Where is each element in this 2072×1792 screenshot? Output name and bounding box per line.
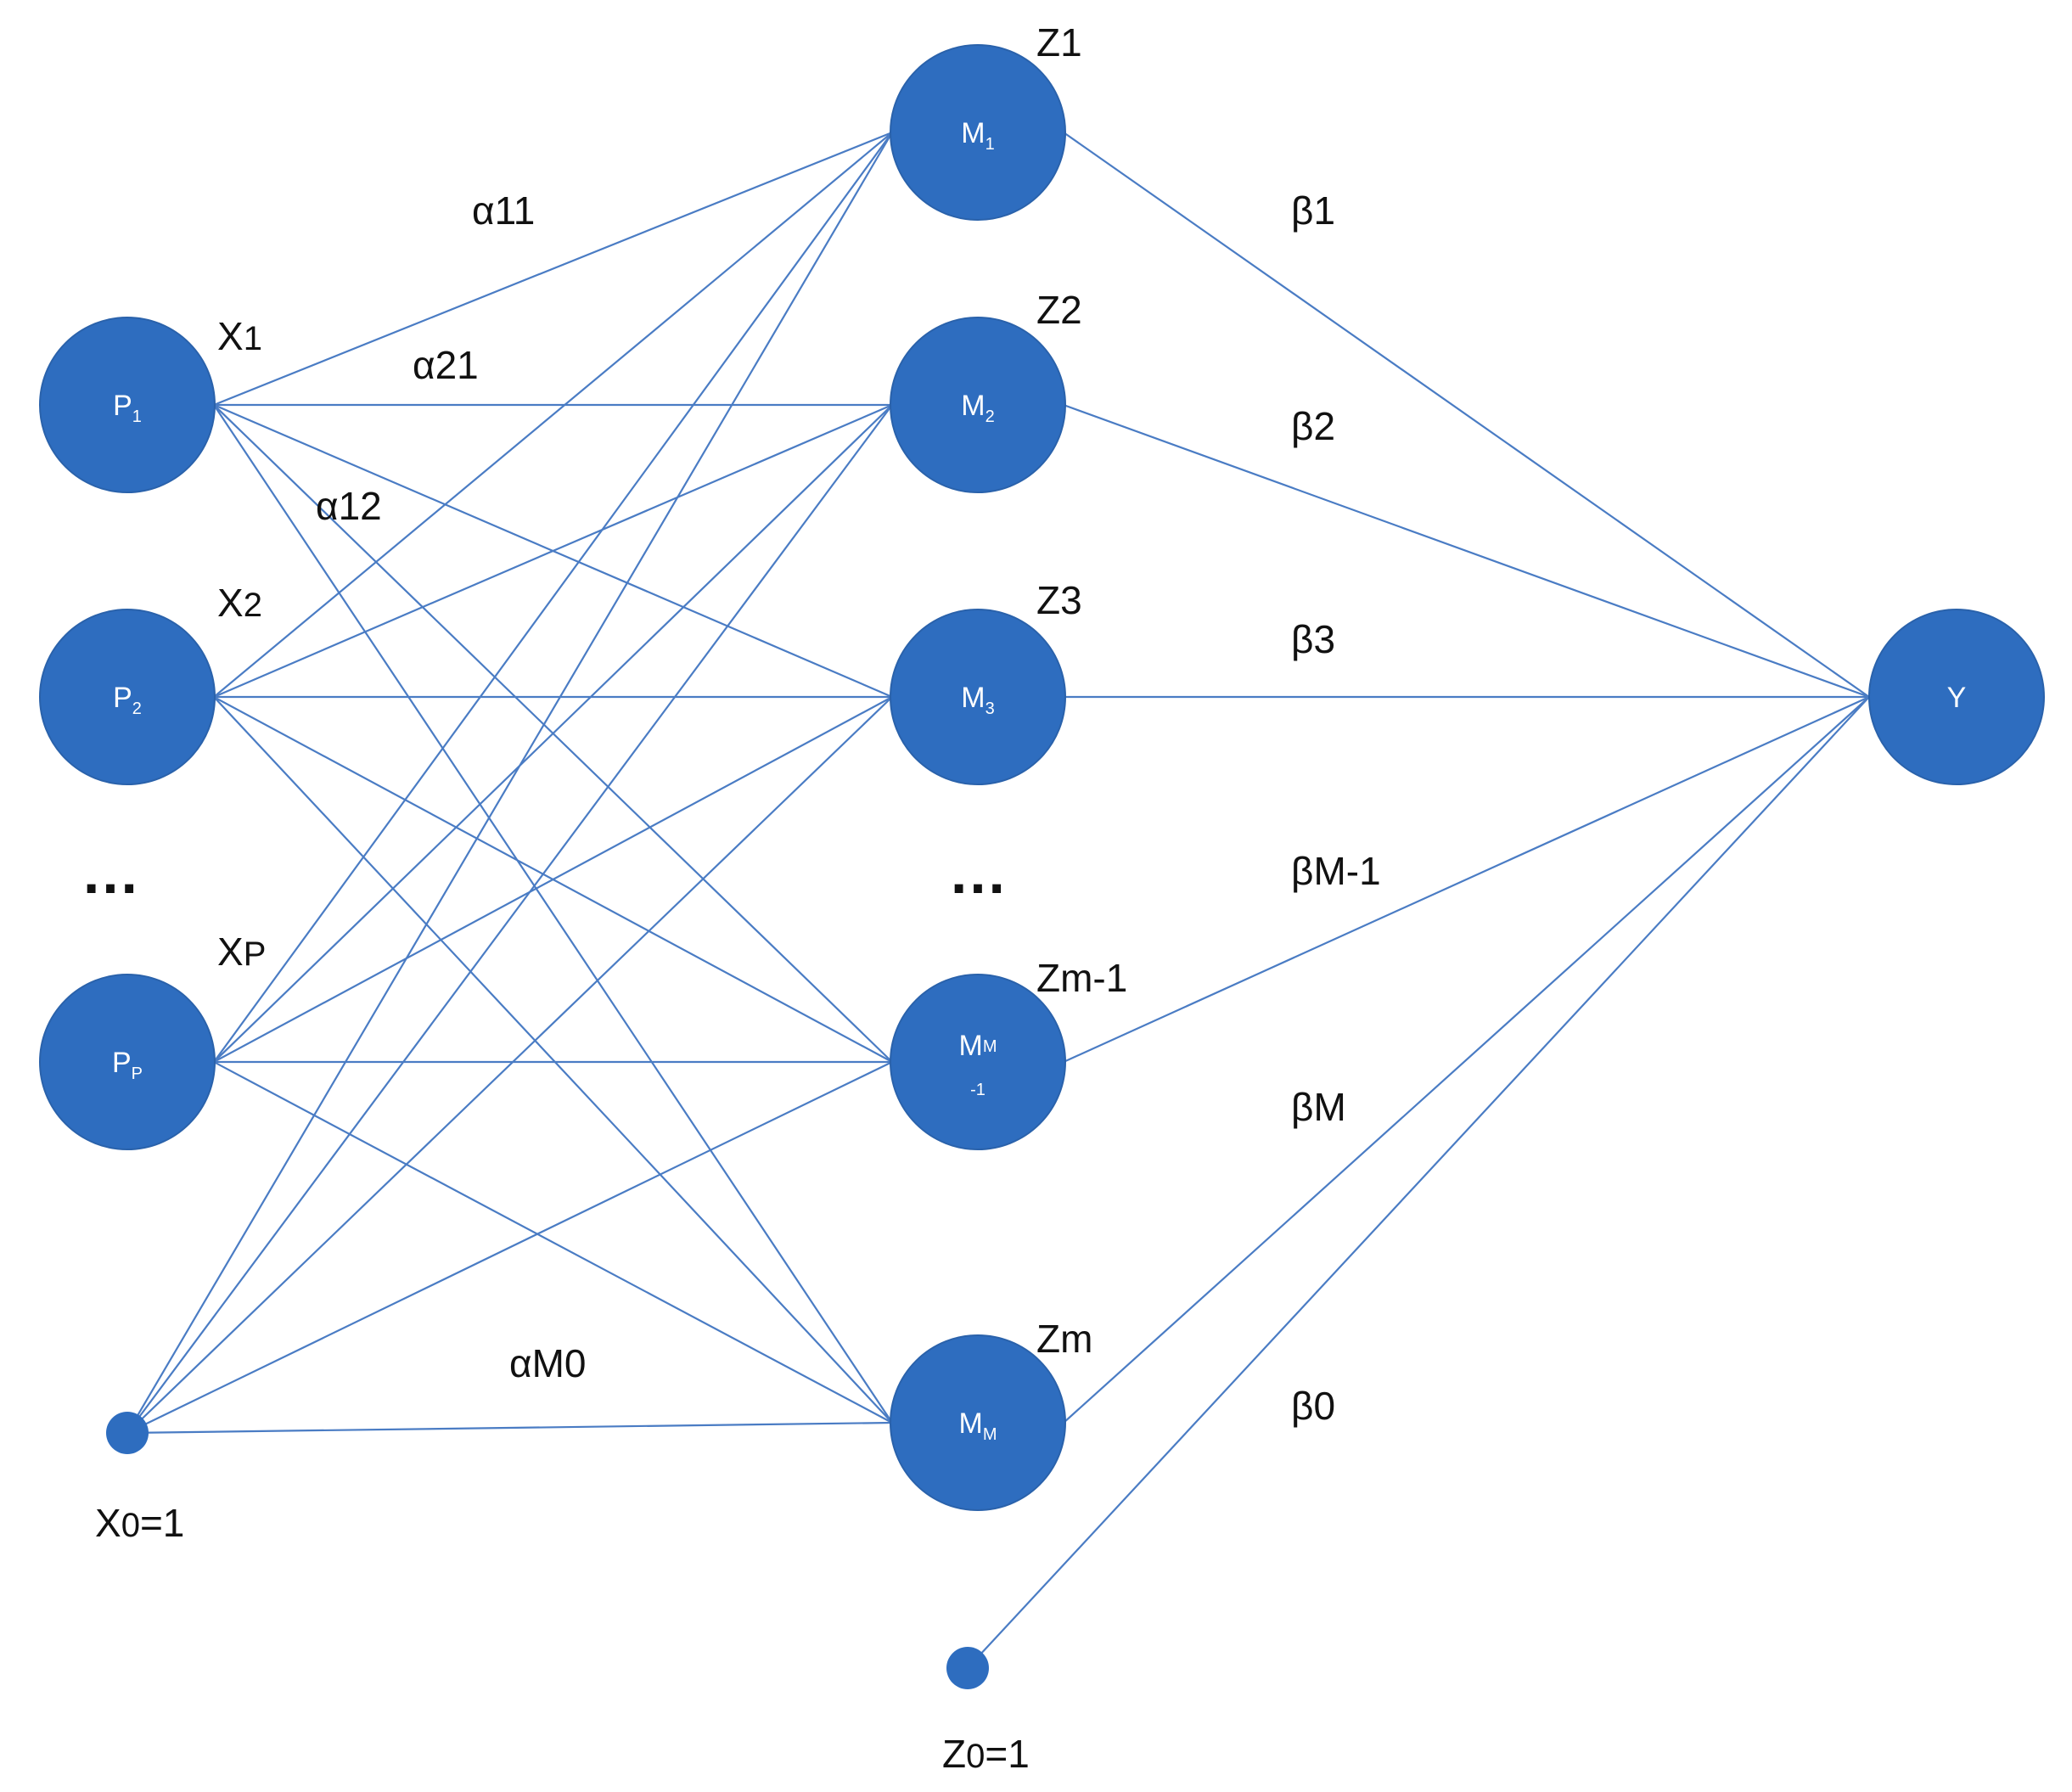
input-var-label-x2: X2 [217, 581, 262, 625]
edge-p1-mm [213, 404, 893, 1424]
hidden-node-m1 [890, 44, 1066, 221]
edge-mm-y [1063, 696, 1870, 1424]
input-node-pp-label: PP [112, 1047, 143, 1083]
hidden-node-m1-label: M1 [961, 117, 994, 154]
weight-label-alpha-m0: αM0 [509, 1341, 587, 1385]
input-ellipsis: … [81, 840, 140, 906]
edge-p2-mm [213, 696, 893, 1424]
edge-z0-y [967, 696, 1870, 1669]
hidden-node-mm1-extra: -1 [970, 1081, 985, 1099]
edge-mm1-y [1063, 695, 1870, 1064]
hidden-bias-label: Z0=1 [942, 1732, 1030, 1776]
hidden-node-mm-label: MM [959, 1407, 997, 1444]
edge-m1-y [1063, 132, 1870, 698]
edge-x0-mm [126, 1421, 893, 1435]
hidden-var-label-zm: Zm [1036, 1317, 1092, 1361]
edge-pp-m1 [213, 132, 893, 1063]
hidden-node-m2 [890, 317, 1066, 493]
weight-label-beta-3: β3 [1291, 617, 1335, 661]
weight-label-alpha-11: α11 [472, 188, 535, 233]
edge-p1-m1 [213, 131, 893, 407]
input-layer: P1 P2 PP [39, 317, 216, 1454]
input-node-p2-label: P2 [113, 682, 142, 718]
edge-p2-m2 [213, 403, 893, 699]
input-bias-node [106, 1412, 149, 1454]
hidden-node-m3 [890, 609, 1066, 785]
edge-pp-m3 [213, 696, 893, 1063]
hidden-bias-node [946, 1647, 989, 1689]
hidden-layer: M1 M2 M3 MM -1 MM [890, 44, 1066, 1689]
input-var-label-xp: XP [217, 930, 266, 974]
hidden-node-m3-label: M3 [961, 682, 994, 718]
edges [126, 131, 1870, 1669]
weight-label-beta-0: β0 [1291, 1384, 1335, 1428]
output-node-y [1868, 609, 2045, 785]
input-node-pp [39, 974, 216, 1150]
input-var-label-x1: X1 [217, 314, 262, 358]
output-layer: Y [1868, 609, 2045, 785]
edge-p2-m1 [213, 132, 893, 698]
edge-x0-m2 [126, 404, 893, 1434]
edge-m2-y [1063, 403, 1870, 699]
weight-label-alpha-12: α12 [316, 484, 382, 528]
hidden-var-label-z1: Z1 [1036, 20, 1082, 65]
edge-x0-m3 [126, 696, 893, 1434]
weight-label-beta-m: βM [1291, 1085, 1346, 1129]
edge-x0-mm1 [126, 1061, 893, 1434]
hidden-node-mm [890, 1334, 1066, 1511]
hidden-node-mm1 [890, 974, 1066, 1150]
weight-label-beta-m-1: βM-1 [1291, 849, 1381, 893]
edge-pp-mm [213, 1061, 893, 1424]
input-node-p1 [39, 317, 216, 493]
alpha-weight-labels: α11 α21 α12 αM0 [316, 188, 587, 1385]
output-node-y-label: Y [1947, 682, 1967, 714]
hidden-labels: Z1 Z2 Z3 Zm-1 Zm Z0=1 … [942, 20, 1127, 1776]
hidden-var-label-z3: Z3 [1036, 578, 1082, 622]
input-node-p1-label: P1 [113, 390, 142, 426]
input-node-p2 [39, 609, 216, 785]
weight-label-beta-2: β2 [1291, 404, 1335, 448]
hidden-node-m2-label: M2 [961, 390, 994, 426]
edge-x0-m1 [126, 132, 893, 1434]
input-bias-label: X0=1 [95, 1501, 184, 1545]
hidden-var-label-zm-1: Zm-1 [1036, 956, 1127, 1000]
hidden-node-mm1-label: MM [959, 1030, 997, 1062]
weight-label-alpha-21: α21 [413, 343, 479, 387]
edge-pp-m2 [213, 404, 893, 1063]
weight-label-beta-1: β1 [1291, 188, 1335, 233]
beta-weight-labels: β1 β2 β3 βM-1 βM β0 [1291, 188, 1381, 1428]
input-labels: X1 X2 XP X0=1 … [81, 314, 266, 1545]
hidden-var-label-z2: Z2 [1036, 288, 1082, 332]
hidden-ellipsis: … [948, 840, 1008, 906]
